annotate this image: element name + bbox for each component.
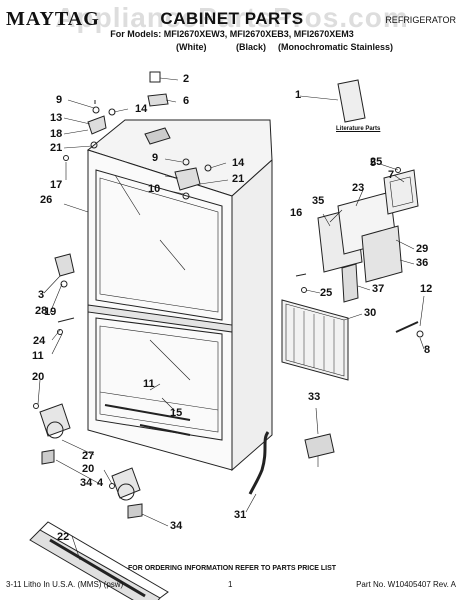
callout-11-left: 11 xyxy=(32,350,44,362)
callout-8: 8 xyxy=(424,344,431,356)
cover-plate xyxy=(383,167,419,215)
callout-17: 17 xyxy=(50,179,63,191)
callout-14-left: 14 xyxy=(135,103,148,115)
callout-34-right: 34 xyxy=(170,520,183,532)
callout-34-left: 34 xyxy=(80,477,93,489)
callout-24: 24 xyxy=(33,335,46,347)
callout-15: 15 xyxy=(170,407,183,419)
callout-20-right: 20 xyxy=(82,463,95,475)
watermark: AppliancePartsPros.com xyxy=(55,2,409,33)
callout-30: 30 xyxy=(364,307,377,319)
callout-4: 4 xyxy=(97,477,104,489)
ordering-note: FOR ORDERING INFORMATION REFER TO PARTS … xyxy=(127,565,337,572)
callout-21-left: 21 xyxy=(50,142,63,154)
callout-11-bottom: 11 xyxy=(143,378,155,390)
color-white: (White) xyxy=(176,42,207,52)
callout-31: 31 xyxy=(234,509,247,521)
callout-14-center: 14 xyxy=(232,157,245,169)
callout-25-bottom: 25 xyxy=(320,287,333,299)
callout-19: 19 xyxy=(44,306,57,318)
callout-36: 36 xyxy=(416,257,429,269)
leader-lines xyxy=(37,77,425,561)
callout-37: 37 xyxy=(372,283,385,295)
left-bracket xyxy=(54,155,75,335)
page-title: CABINET PARTS xyxy=(160,9,304,28)
models-line: For Models: MFI2670XEW3, MFI2670XEB3, MF… xyxy=(110,29,354,39)
color-black: (Black) xyxy=(236,42,267,52)
callout-18: 18 xyxy=(50,128,63,140)
callout-16: 16 xyxy=(290,207,303,219)
brand-logo: MAYTAG xyxy=(6,8,100,30)
top-hinge-left xyxy=(87,100,116,149)
callout-6: 6 xyxy=(183,95,190,107)
callout-7: 7 xyxy=(388,169,395,181)
pad xyxy=(304,433,335,459)
callout-12: 12 xyxy=(420,283,433,295)
callout-27: 27 xyxy=(82,450,95,462)
screw-right xyxy=(395,321,419,333)
top-hinge-center xyxy=(147,71,212,200)
callout-13: 13 xyxy=(50,112,63,124)
callout-10: 10 xyxy=(148,183,161,195)
litho-info: 3-11 Litho In U.S.A. (MMS) (psw) xyxy=(6,580,124,589)
toe-grille xyxy=(29,521,169,600)
callout-23: 23 xyxy=(352,182,365,194)
callout-25-top: 25 xyxy=(370,156,383,168)
callout-21-center: 21 xyxy=(232,173,245,185)
page-number: 1 xyxy=(228,580,233,589)
literature-book xyxy=(337,79,366,123)
callout-22: 22 xyxy=(57,531,70,543)
roller-left xyxy=(33,403,71,465)
color-mono: (Monochromatic Stainless) xyxy=(278,42,394,52)
callout-9-left: 9 xyxy=(56,94,63,106)
callout-26: 26 xyxy=(40,194,53,206)
callout-20-left: 20 xyxy=(32,371,45,383)
literature-parts-label: Literature Parts xyxy=(336,126,381,132)
category-label: REFRIGERATOR xyxy=(385,15,456,25)
callout-1: 1 xyxy=(295,89,302,101)
control-housing xyxy=(301,191,403,303)
roller-right xyxy=(109,467,143,519)
callout-9-center: 9 xyxy=(152,152,159,164)
callout-29: 29 xyxy=(416,243,429,255)
callout-3: 3 xyxy=(38,289,45,301)
condenser-shroud xyxy=(281,273,349,381)
drain-hose xyxy=(248,431,270,495)
callout-33: 33 xyxy=(308,391,321,403)
callout-5: 5 xyxy=(370,157,377,169)
callout-35: 35 xyxy=(312,195,325,207)
callout-2: 2 xyxy=(183,73,190,85)
cabinet-shell xyxy=(86,119,273,472)
part-number: Part No. W10405407 Rev. A xyxy=(356,580,456,589)
callout-28: 28 xyxy=(35,305,48,317)
